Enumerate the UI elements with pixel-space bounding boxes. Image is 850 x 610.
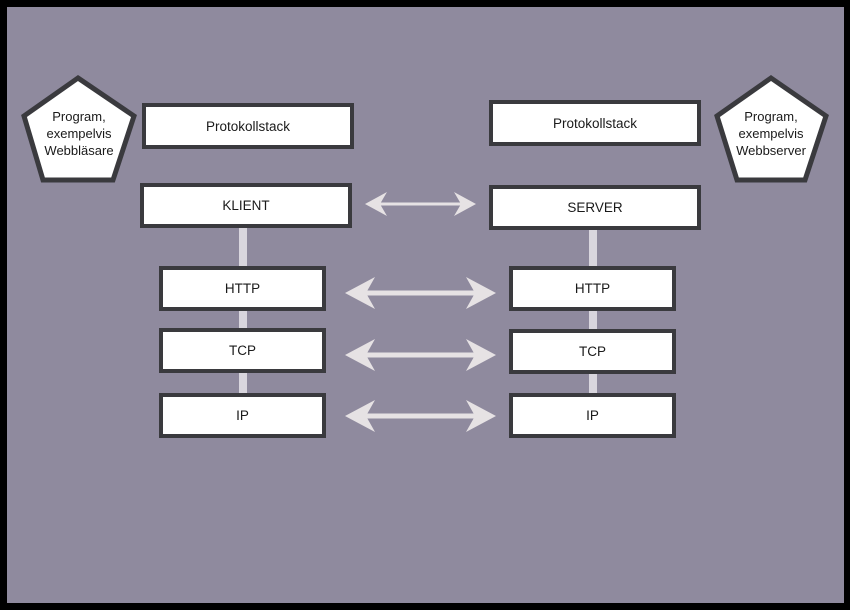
server-stack-connector [589, 229, 597, 399]
server-ip-layer: IP [509, 393, 676, 438]
ip-arrow [345, 400, 496, 432]
server-stack-title: Protokollstack [489, 100, 701, 146]
diagram-canvas: Program, exempelvis Webbläsare Program, … [7, 7, 844, 603]
client-role-box: KLIENT [140, 183, 352, 228]
diagram-graphics [21, 74, 829, 432]
server-program-line-3: Webbserver [736, 143, 806, 158]
http-arrow [345, 277, 496, 309]
client-ip-layer: IP [159, 393, 326, 438]
client-program-line-3: Webbläsare [44, 143, 114, 158]
server-program-line-1: Program, [744, 109, 798, 124]
client-program-pentagon [21, 74, 137, 183]
role-arrow [365, 192, 476, 216]
client-http-layer: HTTP [159, 266, 326, 311]
server-role-box: SERVER [489, 185, 701, 230]
server-program-line-2: exempelvis [738, 126, 804, 141]
server-http-layer: HTTP [509, 266, 676, 311]
server-tcp-layer: TCP [509, 329, 676, 374]
client-stack-title: Protokollstack [142, 103, 354, 149]
client-program-line-1: Program, [52, 109, 106, 124]
client-tcp-layer: TCP [159, 328, 326, 373]
client-program-label: Program, exempelvis Webbläsare [27, 108, 131, 159]
server-program-pentagon [714, 74, 829, 183]
client-stack-connector [239, 227, 247, 397]
client-program-line-2: exempelvis [46, 126, 112, 141]
server-program-label: Program, exempelvis Webbserver [719, 108, 823, 159]
tcp-arrow [345, 339, 496, 371]
